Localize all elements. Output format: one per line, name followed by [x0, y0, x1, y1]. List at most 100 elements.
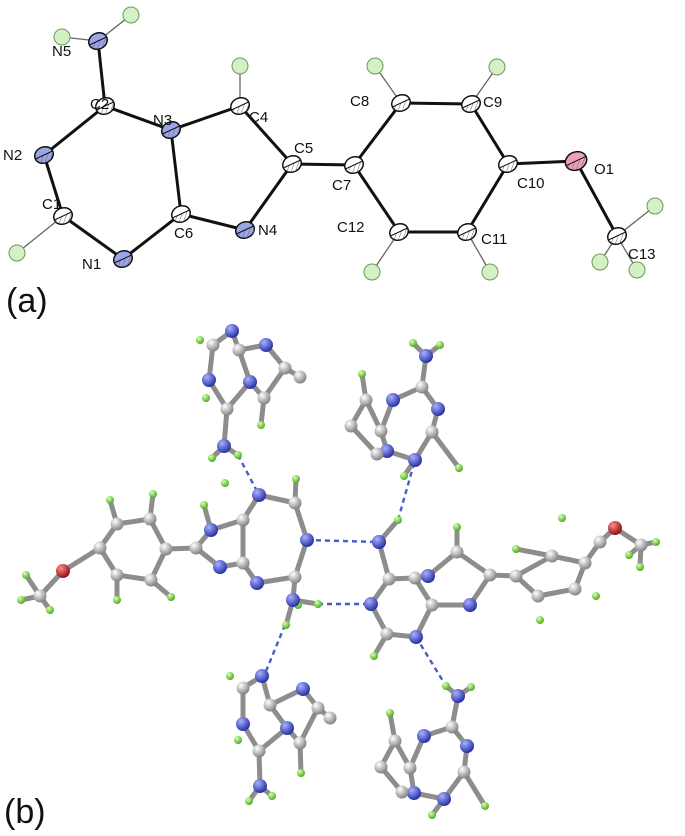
hydrogen-atom [122, 6, 140, 24]
mol-center-right-atom [394, 516, 402, 524]
mol-bottom-left-atom [268, 792, 276, 800]
atom-label-N1: N1 [82, 256, 101, 273]
mol-center-left-atom [200, 501, 208, 509]
mol-top-left-atom [202, 394, 210, 402]
atom-ellipsoid-O1 [564, 150, 588, 172]
atom-ellipsoid-C11 [457, 222, 477, 242]
mol-top-left-atom [243, 375, 257, 389]
panel-a-atoms [34, 31, 627, 269]
hydrogen-atom [591, 253, 609, 271]
mol-bottom-right-atom [437, 792, 451, 806]
atom-ellipsoid-C6 [171, 204, 191, 224]
mol-center-left-atom [300, 533, 314, 547]
atom-label-C10: C10 [517, 175, 545, 192]
atom-ellipsoid-C5 [282, 154, 302, 174]
mol-bottom-right-atom [403, 761, 417, 775]
mol-top-left-atom [293, 370, 307, 384]
mol-bottom-left-atom [255, 669, 269, 683]
mol-center-left-atom [204, 523, 218, 537]
atom-ellipsoid-C12 [389, 222, 409, 242]
mol-center-left-atom [282, 621, 290, 629]
mol-center-right-atom [370, 652, 378, 660]
mol-bottom-right-atom [445, 720, 459, 734]
atom-label-C11: C11 [481, 231, 507, 248]
mol-top-right-atom [409, 339, 417, 347]
mol-center-left-atom [46, 606, 54, 614]
atom-label-N3: N3 [153, 112, 172, 129]
mol-center-left-atom [288, 570, 302, 584]
mol-bottom-right-atom [374, 760, 388, 774]
atom-label-O1: O1 [594, 161, 614, 178]
mol-top-left-atom [217, 439, 231, 453]
atom-ellipsoid-C4 [230, 96, 250, 116]
panel-a-hydrogen-bonds [16, 14, 656, 273]
atom-label-N4: N4 [258, 222, 277, 239]
mol-center-left-atom [149, 490, 157, 498]
mol-center-right-atom [364, 597, 378, 611]
mol-bottom-right-atom [467, 683, 475, 691]
mol-top-left-atom [206, 338, 220, 352]
mol-center-right-atom [634, 538, 648, 552]
mol-bottom-right-atom [388, 734, 402, 748]
atom-ellipsoid-C9 [461, 94, 481, 114]
mol-top-right-atom [359, 393, 373, 407]
mol-bottom-left-atom [297, 769, 305, 777]
mol-top-left-atom [259, 338, 273, 352]
mol-center-left-atom [56, 564, 70, 578]
mol-bottom-left-atom [296, 682, 310, 696]
mol-top-right-bond [429, 429, 462, 471]
mol-center-right-atom [372, 535, 386, 549]
mol-center-left-atom [159, 542, 173, 556]
mol-center-right-atom [531, 589, 545, 603]
mol-center-left-atom [250, 576, 264, 590]
atom-label-C9: C9 [483, 94, 502, 111]
panel-b-label: (b) [4, 793, 46, 831]
mol-bottom-right-atom [428, 811, 436, 819]
mol-bottom-left-atom [263, 698, 277, 712]
mol-center-right-atom [421, 569, 435, 583]
mol-top-right-atom [408, 453, 422, 467]
mol-center-right-atom [652, 538, 660, 546]
hydrogen-bond-dash [414, 636, 448, 687]
mol-top-left-atom [257, 391, 271, 405]
bond-N5-C2 [96, 39, 107, 108]
mol-top-left-atom [278, 361, 292, 375]
mol-bottom-right-atom [481, 802, 489, 810]
mol-center-right-atom [450, 545, 464, 559]
mol-bottom-left-bond [297, 705, 321, 746]
mol-center-left-atom [110, 517, 124, 531]
mol-center-right-atom [380, 627, 394, 641]
mol-bottom-left-atom [234, 736, 242, 744]
atom-ellipsoid-N5 [88, 31, 108, 51]
mol-center-left-atom [144, 573, 158, 587]
mol-center-right-atom [558, 514, 566, 522]
bond-N3-C4 [169, 104, 242, 132]
atom-label-C13: C13 [628, 246, 656, 263]
mol-bottom-left-atom [236, 717, 250, 731]
hydrogen-atom [231, 57, 249, 75]
mol-top-right-atom [436, 341, 444, 349]
panel-b-hydrogen-bond-dashes [236, 454, 448, 687]
mol-bottom-left-atom [236, 681, 250, 695]
panel-b-ball-stick-atoms [17, 324, 660, 819]
mol-center-right-atom [636, 563, 644, 571]
atom-label-N2: N2 [3, 147, 22, 164]
mol-center-right-bond [454, 549, 493, 578]
bond-N1-C6 [121, 212, 183, 261]
mol-center-left-atom [288, 496, 302, 510]
mol-center-right-atom [545, 549, 559, 563]
panel-b-hydrogen-bond-network: (b) [4, 324, 660, 831]
mol-top-right-atom [344, 419, 358, 433]
mol-center-left-atom [106, 496, 114, 504]
mol-top-right-atom [415, 380, 429, 394]
mol-center-left-atom [286, 593, 300, 607]
mol-bottom-right-atom [451, 689, 465, 703]
mol-center-left-atom [236, 556, 250, 570]
mol-center-left-atom [22, 571, 30, 579]
mol-center-right-atom [536, 616, 544, 624]
mol-center-left-atom [221, 479, 229, 487]
mol-center-right-atom [568, 582, 582, 596]
mol-top-right-atom [425, 425, 439, 439]
